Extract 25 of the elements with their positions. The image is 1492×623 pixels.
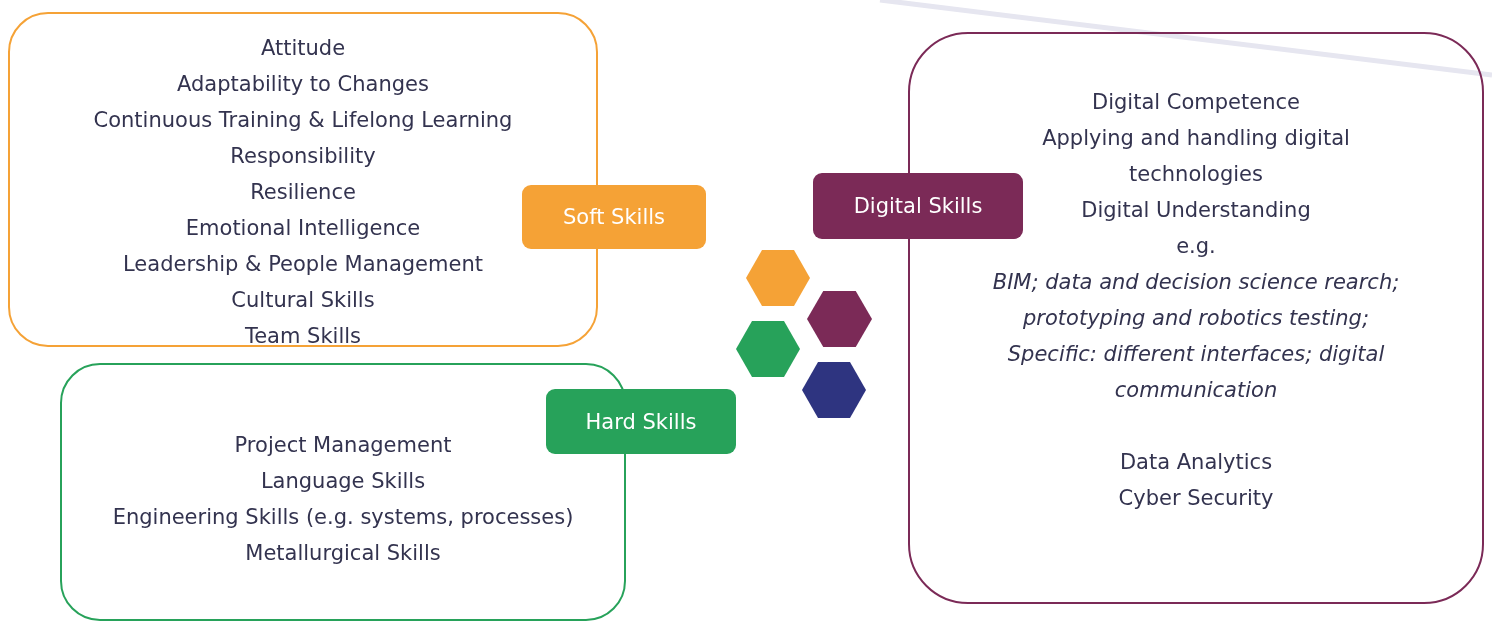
skill-item: Leadership & People Management [122,251,484,278]
skill-item: Resilience [249,179,357,206]
hexagon [736,321,800,377]
skill-item: Team Skills [243,323,363,350]
skill-item: Project Management [233,432,453,459]
skill-item: Metallurgical Skills [244,540,442,567]
skill-item: Applying and handling digital technologies [1041,125,1351,188]
category-tag: Hard Skills [546,389,736,454]
skill-item: Engineering Skills (e.g. systems, processes) [111,504,575,531]
category-tag: Digital Skills [813,173,1023,239]
hexagon [746,250,810,306]
skill-item: Continuous Training & Lifelong Learning [92,107,514,134]
example-list: BIM; data and decision science rearch; prototyping and robotics testing; Specific: different interfaces; digital communication [976,264,1416,408]
skill-item: Language Skills [259,468,427,495]
skill-item: Data Analytics [1118,449,1274,476]
skill-item: Cultural Skills [230,287,376,314]
skill-item: Cyber Security [1117,485,1275,512]
skill-item: e.g. [1175,233,1217,260]
hexagon [802,362,866,418]
skill-item: Adaptability to Changes [176,71,430,98]
skill-item: Responsibility [229,143,377,170]
category-tag: Soft Skills [522,185,706,249]
hexagon [807,291,872,347]
skill-item: Attitude [259,35,347,62]
skill-item: Digital Competence [1091,89,1301,116]
